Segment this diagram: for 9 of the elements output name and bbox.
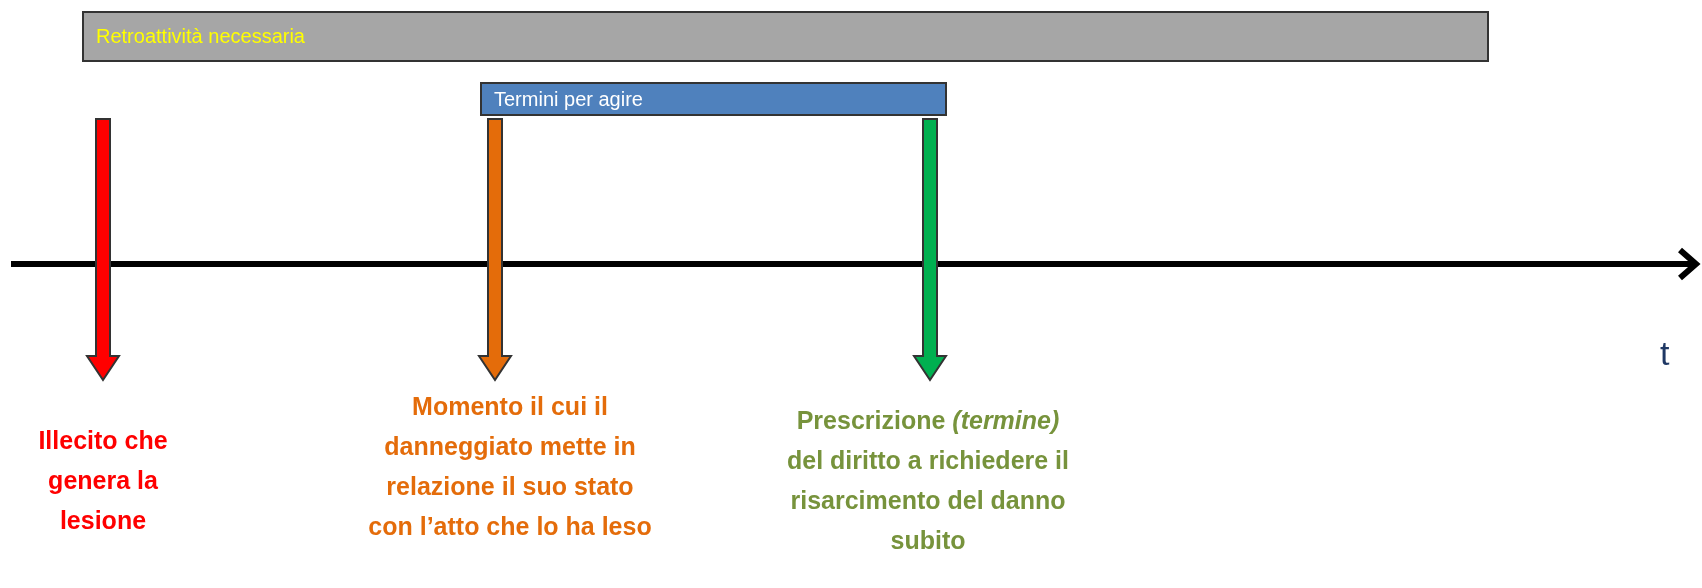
block-arrow (477, 118, 513, 382)
time-span-bar: Termini per agire (480, 82, 947, 116)
axis-label: t (1660, 334, 1670, 373)
block-arrow (912, 118, 948, 382)
event-label: Illecito che genera la lesione (28, 420, 178, 540)
event-label: Prescrizione (termine) del diritto a richiedere il risarcimento del danno subito (778, 400, 1078, 560)
block-arrow (85, 118, 121, 382)
event-label: Momento il cui il danneggiato mette in relazione il suo stato con l’atto che lo ha leso (365, 386, 655, 546)
time-span-bar: Retroattività necessaria (82, 11, 1489, 62)
